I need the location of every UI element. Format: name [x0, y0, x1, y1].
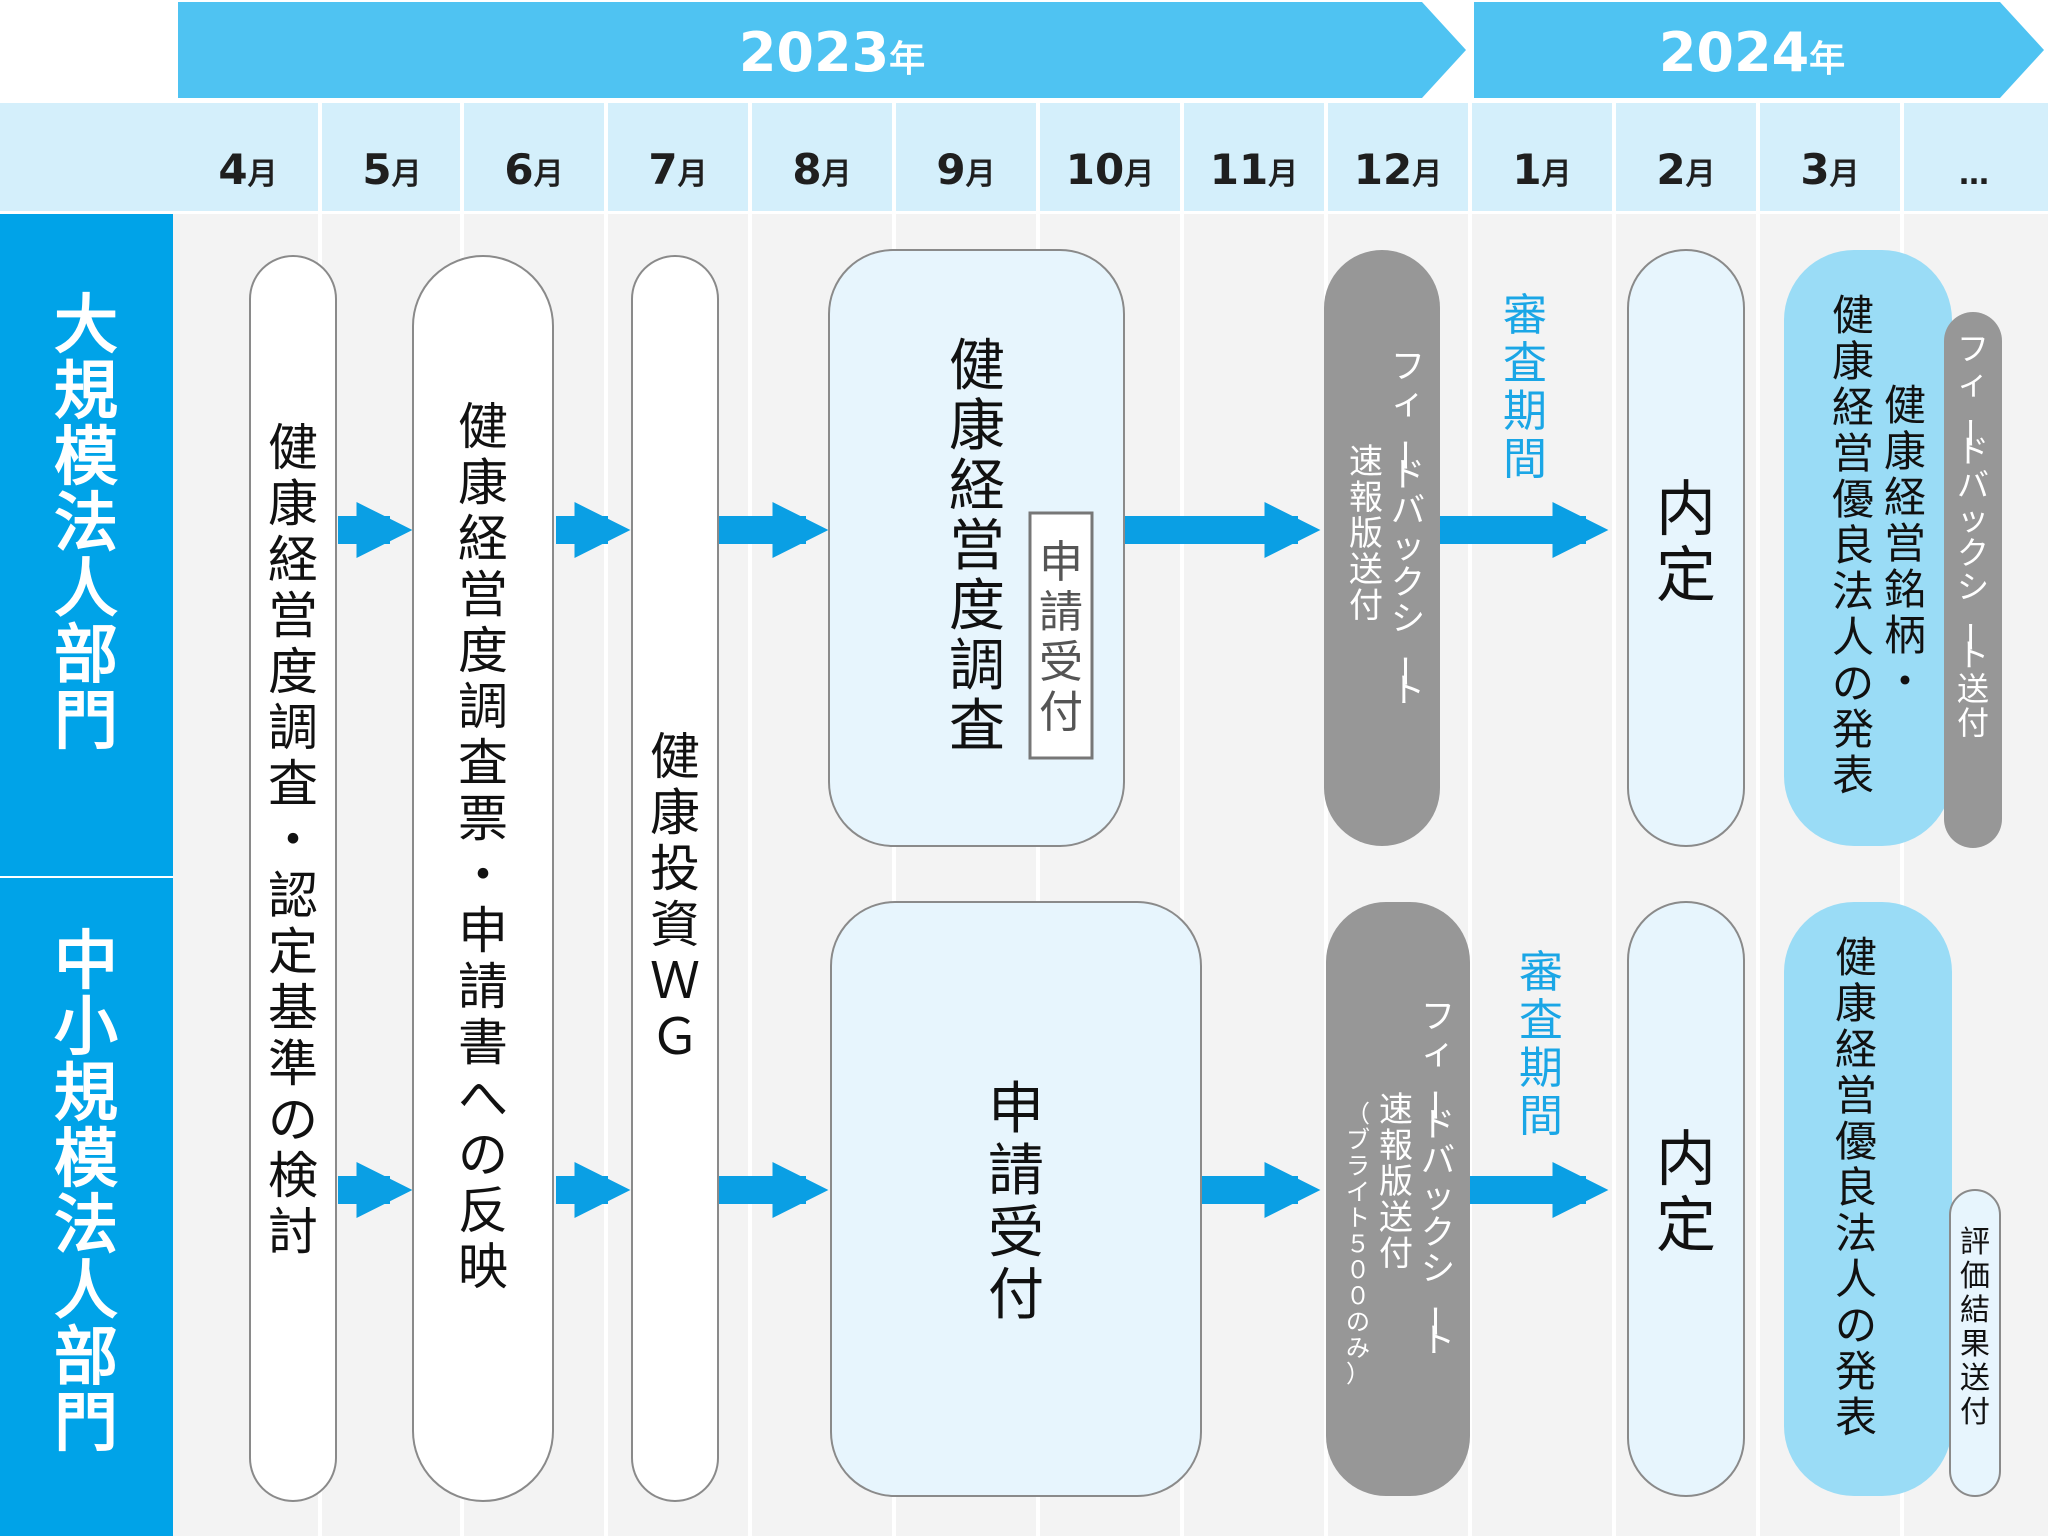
- small-decision-text: 内定: [1656, 1125, 1716, 1261]
- month-label: 5月: [362, 145, 421, 194]
- pill-small-feedback: [1326, 902, 1470, 1496]
- box-small-application: [830, 901, 1202, 1497]
- pill-large-decision: [1627, 249, 1745, 847]
- large-feedback-send-text: フィードバックシート送付: [1951, 330, 1989, 742]
- month-label: 7月: [648, 145, 707, 194]
- month-label: 11月: [1210, 145, 1298, 194]
- large-feedback-title: フィードバックシート: [1384, 347, 1425, 711]
- month-label: 1月: [1512, 145, 1571, 194]
- large-survey-text: 健康経営度調査: [949, 334, 1005, 759]
- box-large-application: [1028, 511, 1094, 760]
- pill-small-decision: [1627, 901, 1745, 1497]
- large-decision-text: 内定: [1656, 475, 1716, 611]
- survey-review-text: 健康経営度調査・認定基準の検討: [268, 419, 318, 1261]
- month-label: 12月: [1354, 145, 1442, 194]
- month-label: …: [1959, 157, 1989, 192]
- pill-large-feedback: [1324, 250, 1440, 846]
- pill-large-announce: [1784, 250, 1952, 846]
- month-label: 6月: [504, 145, 563, 194]
- small-review-label: 審査期間: [1519, 947, 1563, 1142]
- small-feedback-note: （ブライト５００のみ）: [1346, 1100, 1370, 1388]
- month-label: 8月: [792, 145, 851, 194]
- large-review-label: 審査期間: [1503, 290, 1547, 485]
- large-announce-line2: 健康経営優良法人の発表: [1832, 291, 1874, 800]
- month-label: 10月: [1066, 145, 1154, 194]
- section-band-small: [0, 878, 173, 1536]
- month-label: 9月: [936, 145, 995, 194]
- small-announce-text: 健康経営優良法人の発表: [1835, 933, 1877, 1442]
- pill-small-announce: [1784, 902, 1952, 1496]
- section-band-large: [0, 214, 173, 876]
- year-banner-2024: [1474, 2, 2044, 98]
- month-labels: 4月 5月 6月 7月 8月 9月 10月 11月 12月 1月 2月 3月 …: [218, 145, 1989, 194]
- month-label: 2月: [1656, 145, 1715, 194]
- small-feedback-sub: 速報版送付: [1379, 1090, 1413, 1274]
- small-application-text: 申請受付: [988, 1077, 1044, 1328]
- pill-investment-wg: [631, 255, 719, 1502]
- month-band: [0, 103, 2048, 211]
- small-feedback-title: フィードバックシート: [1414, 997, 1455, 1361]
- survey-reflect-text: 健康経営度調査票・申請書への反映: [458, 398, 508, 1296]
- month-label: 3月: [1800, 145, 1859, 194]
- large-announce-line1: 健康経営銘柄・: [1884, 381, 1926, 706]
- small-result-send-text: 評価結果送付: [1960, 1225, 1990, 1430]
- month-label: 4月: [218, 145, 277, 194]
- section-label-large: 大規模法人部門: [54, 289, 118, 759]
- pill-survey-review: [249, 255, 337, 1502]
- large-feedback-sub: 速報版送付: [1349, 442, 1383, 626]
- pill-small-result-send: [1949, 1189, 2001, 1497]
- investment-wg-text: 健康投資ＷＧ: [650, 728, 700, 1066]
- year-label-2023: 2023年: [739, 21, 925, 84]
- year-banner-2023: [178, 2, 1466, 98]
- pill-large-feedback-send: [1944, 312, 2002, 848]
- large-application-text: 申請受付: [1039, 537, 1083, 738]
- pill-survey-reflect: [412, 255, 554, 1502]
- section-label-small: 中小規模法人部門: [54, 925, 118, 1461]
- year-label-2024: 2024年: [1659, 21, 1845, 84]
